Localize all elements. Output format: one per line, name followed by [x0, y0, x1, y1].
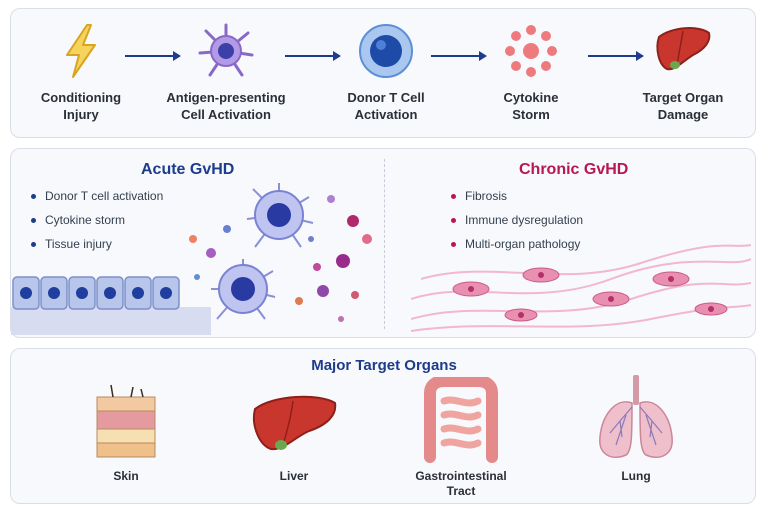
fibrosis-tissue-illustration — [411, 244, 751, 332]
acute-tissue-illustration — [11, 183, 372, 335]
intestine-icon — [424, 377, 498, 463]
t-cell-icon — [359, 24, 413, 78]
list-item: Multi-organ pathology — [451, 237, 583, 251]
lightning-icon — [66, 24, 96, 78]
acute-bullet-list: Donor T cell activation Cytokine storm T… — [31, 189, 163, 261]
organ-liver: Liver — [229, 383, 359, 503]
liver-icon — [253, 395, 337, 451]
list-item: Tissue injury — [31, 237, 163, 251]
acute-gvhd-title: Acute GvHD — [141, 161, 235, 178]
step-label: Conditioning Injury — [40, 90, 122, 122]
organ-label: Liver — [279, 469, 309, 483]
panel-divider — [384, 159, 385, 329]
step-label: Antigen-presenting Cell Activation — [166, 90, 286, 122]
organ-lung: Lung — [571, 375, 701, 503]
list-item: Fibrosis — [451, 189, 583, 203]
skin-icon — [96, 384, 156, 458]
step-apc-activation: Antigen-presenting Cell Activation — [156, 9, 296, 137]
arrow-icon — [125, 51, 181, 61]
liver-icon — [656, 27, 711, 71]
step-label: Target Organ Damage — [642, 90, 724, 122]
section-title: Major Target Organs — [311, 357, 457, 374]
step-cytokine-storm: Cytokine Storm — [461, 9, 601, 137]
list-item: Immune dysregulation — [451, 213, 583, 227]
step-target-organ-damage: Target Organ Damage — [613, 9, 753, 137]
dendritic-cell-icon — [198, 23, 254, 77]
cytokine-cluster-icon — [505, 25, 557, 77]
organ-label: Lung — [621, 469, 651, 483]
organ-gastrointestinal-tract: Gastrointestinal Tract — [396, 377, 526, 503]
organ-label: Skin — [113, 469, 139, 483]
arrow-icon — [285, 51, 341, 61]
pathway-panel: Conditioning Injury Antigen-presenting C… — [10, 8, 756, 138]
step-label: Cytokine Storm — [503, 90, 559, 122]
step-conditioning-injury: Conditioning Injury — [11, 9, 151, 137]
step-t-cell-activation: Donor T Cell Activation — [316, 9, 456, 137]
arrow-icon — [431, 51, 487, 61]
chronic-gvhd-title: Chronic GvHD — [519, 161, 629, 178]
arrow-icon — [588, 51, 644, 61]
lung-icon — [599, 375, 673, 458]
gvhd-comparison-panel: Acute GvHD Donor T cell activation Cytok… — [10, 148, 756, 338]
organ-skin: Skin — [61, 383, 191, 503]
organ-label: Gastrointestinal Tract — [415, 469, 507, 498]
list-item: Cytokine storm — [31, 213, 163, 227]
list-item: Donor T cell activation — [31, 189, 163, 203]
chronic-bullet-list: Fibrosis Immune dysregulation Multi-orga… — [451, 189, 583, 261]
target-organs-panel: Major Target Organs Skin Liver Gastroint… — [10, 348, 756, 504]
step-label: Donor T Cell Activation — [347, 90, 425, 122]
